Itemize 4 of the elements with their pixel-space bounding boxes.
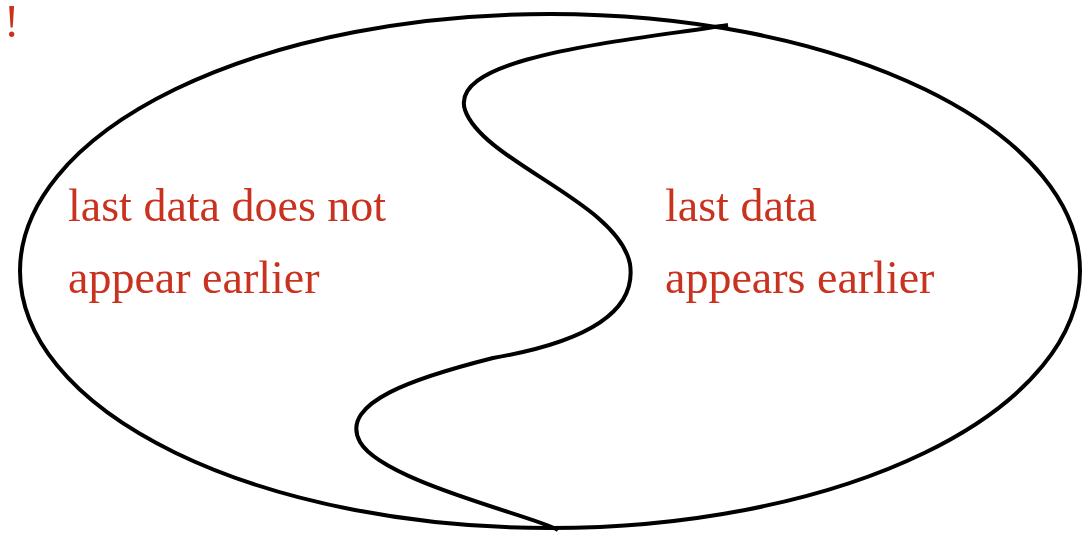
exclamation-mark: ! — [4, 0, 20, 49]
region-label: last data appears earlier — [665, 170, 955, 320]
region-label: last data does not appear earlier — [68, 170, 508, 320]
venn-ellipse — [18, 12, 1082, 530]
